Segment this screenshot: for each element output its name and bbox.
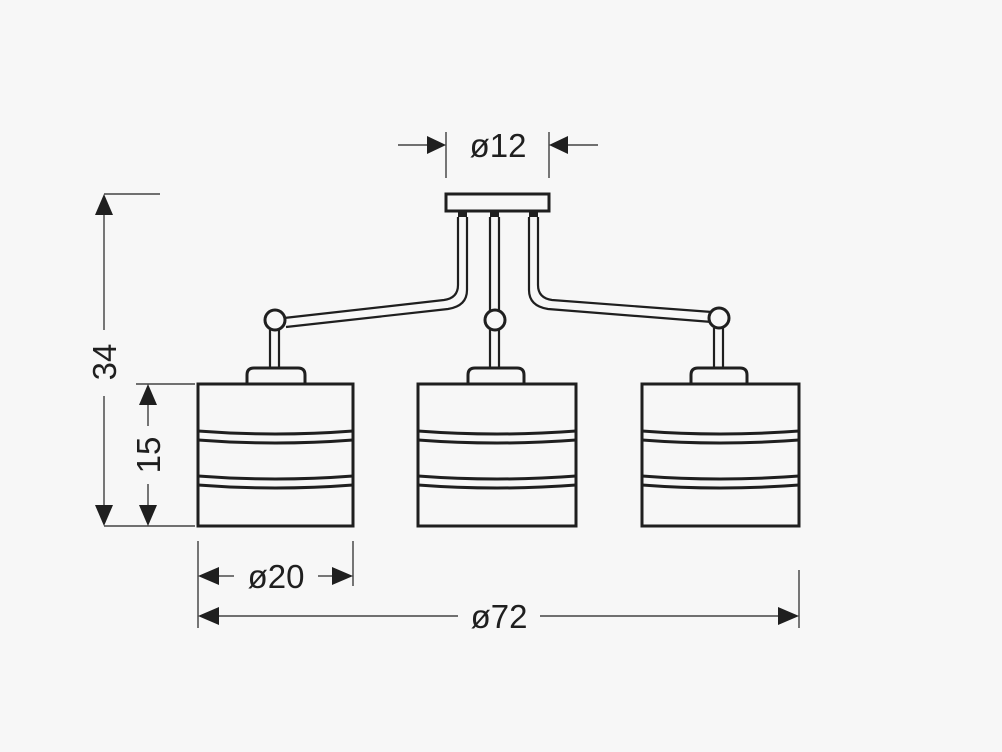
shade-dia-arrow-right <box>332 567 353 585</box>
overall-height-label: 34 <box>86 344 123 381</box>
right-arm-outer <box>536 217 713 314</box>
shade-height-arrow-bottom <box>139 505 157 526</box>
right-shade-band-2b <box>641 483 800 490</box>
right-lamp <box>640 306 801 528</box>
left-shade-band-2a <box>197 474 354 481</box>
center-shade-band-1a <box>417 429 577 436</box>
canopy-width-dimension: ø12 <box>398 127 598 178</box>
canopy-socket-right <box>529 211 538 217</box>
right-shade-band-1b <box>641 438 800 445</box>
canopy-arrow-left <box>427 136 446 154</box>
shade-height-dimension: 15 <box>130 383 195 526</box>
canopy-plate <box>444 192 551 213</box>
right-shade-band-2a <box>641 474 800 481</box>
right-shade <box>640 382 801 528</box>
canopy-diameter-label: ø12 <box>470 127 527 164</box>
center-lamp-holder <box>466 366 526 384</box>
center-joint-ball <box>483 308 507 332</box>
shade-diameter-label: ø20 <box>248 558 305 595</box>
lamp-arms <box>283 217 713 329</box>
height-arrow-bottom <box>95 505 113 526</box>
left-shade <box>196 382 355 528</box>
left-arm-outer <box>283 217 460 320</box>
width-arrow-left <box>198 607 219 625</box>
left-lamp <box>196 308 355 528</box>
overall-width-dimension: ø72 <box>198 570 800 635</box>
height-arrow-top <box>95 194 113 215</box>
right-arm-inner <box>527 217 713 324</box>
width-arrow-right <box>778 607 799 625</box>
left-joint-ball <box>263 308 287 332</box>
left-shade-band-2b <box>197 483 354 490</box>
left-arm-inner <box>285 217 469 329</box>
ceiling-canopy <box>444 192 551 217</box>
shade-height-label: 15 <box>130 437 167 474</box>
left-shade-band-1a <box>197 429 354 436</box>
left-lamp-holder <box>245 366 307 384</box>
center-shade-band-2b <box>417 483 577 490</box>
overall-height-dimension: 34 <box>86 193 195 527</box>
left-shade-band-1b <box>197 438 354 445</box>
center-shade-band-1b <box>417 438 577 445</box>
canopy-socket-center <box>490 211 499 217</box>
right-joint-ball <box>707 306 731 330</box>
right-lamp-holder <box>689 366 749 384</box>
shade-height-arrow-top <box>139 384 157 405</box>
center-shade <box>416 382 578 528</box>
canopy-arrow-right <box>549 136 568 154</box>
canopy-socket-left <box>458 211 467 217</box>
shade-diameter-dimension: ø20 <box>197 541 354 628</box>
shade-dia-arrow-left <box>198 567 219 585</box>
center-lamp <box>416 308 578 528</box>
center-shade-band-2a <box>417 474 577 481</box>
overall-width-label: ø72 <box>471 598 528 635</box>
right-shade-band-1a <box>641 429 800 436</box>
